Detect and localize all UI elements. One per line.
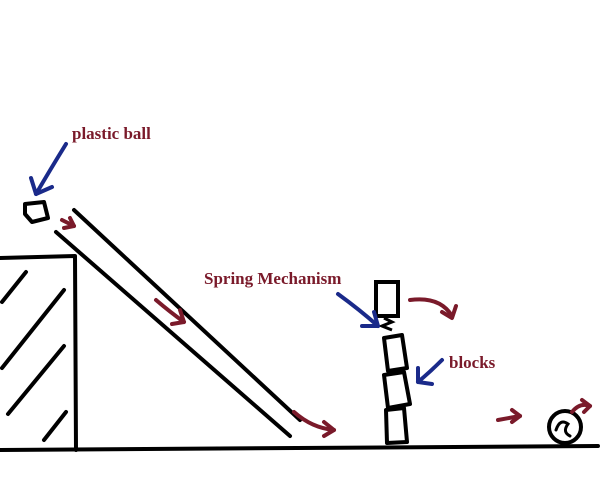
curved-arrow-icon (292, 410, 336, 438)
platform (0, 254, 78, 452)
motion-arrows (60, 216, 592, 438)
block-stack (382, 333, 412, 445)
label-spring-mechanism: Spring Mechanism (204, 269, 341, 288)
spring-mechanism-block (374, 280, 400, 318)
curved-arrow-icon (496, 408, 522, 424)
block (384, 406, 409, 445)
curved-arrow-icon (570, 398, 592, 414)
ground-line (0, 444, 600, 452)
curved-arrow-icon (154, 298, 186, 326)
pointer-arrow-icon (416, 358, 444, 386)
label-plastic-ball: plastic ball (72, 124, 151, 143)
plastic-ball (23, 200, 50, 224)
spring-coil (377, 316, 396, 332)
label-blocks: blocks (449, 353, 496, 372)
block (382, 370, 412, 410)
block (382, 333, 409, 373)
pointer-arrow-icon (29, 142, 68, 196)
curved-arrow-icon (60, 216, 76, 230)
pointer-arrows (29, 142, 444, 386)
target-ball (547, 409, 583, 445)
curved-arrow-icon (408, 297, 458, 320)
platform-hatching (0, 270, 68, 442)
pointer-arrow-icon (336, 292, 380, 328)
ramp (54, 208, 302, 438)
